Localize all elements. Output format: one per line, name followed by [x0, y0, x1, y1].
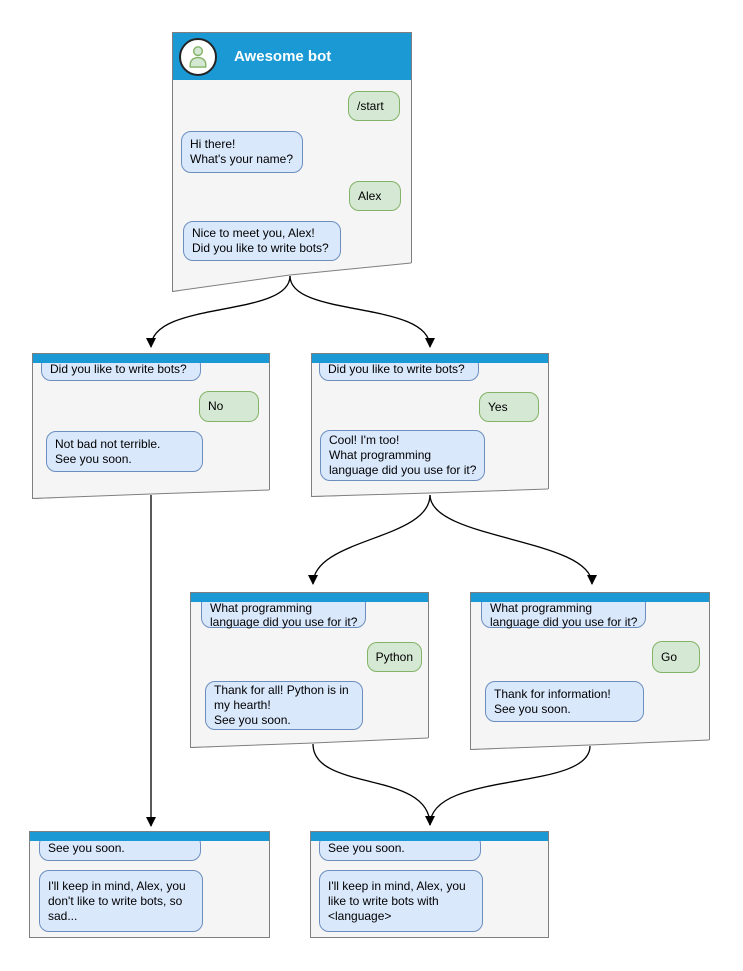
main-window-title: Awesome bot: [234, 48, 332, 65]
yes-branch-reply-bubble: Cool! I'm too! What programming language…: [320, 430, 486, 481]
name-reply-bubble: Alex: [349, 181, 401, 211]
main-window-header: Awesome bot: [173, 33, 411, 80]
chat-window-python-branch: What programming language did you use fo…: [190, 592, 429, 748]
user-icon: [189, 45, 207, 68]
yes-answer-bubble: Yes: [479, 392, 539, 422]
python-branch-header: [191, 593, 428, 602]
no-branch-reply-bubble: Not bad not terrible. See you soon.: [46, 431, 203, 472]
chat-window-go-branch: What programming language did you use fo…: [470, 592, 710, 750]
yes-final-reply-bubble: I'll keep in mind, Alex, you like to wri…: [319, 870, 483, 932]
go-answer-bubble: Go: [652, 641, 700, 673]
no-branch-header: [33, 354, 269, 363]
no-final-reply-bubble: I'll keep in mind, Alex, you don't like …: [39, 870, 203, 932]
arrow-yes-to-python: [308, 494, 431, 585]
chat-window-no-branch: Did you like to write bots? No Not bad n…: [32, 353, 270, 499]
arrow-main-to-no: [146, 275, 291, 348]
chat-window-no-final: See you soon. I'll keep in mind, Alex, y…: [29, 831, 270, 938]
no-final-header: [30, 832, 269, 841]
python-answer-bubble: Python: [366, 642, 422, 672]
like-bots-question-bubble: Nice to meet you, Alex! Did you like to …: [183, 221, 341, 261]
arrow-python-to-final: [312, 743, 431, 826]
arrow-yes-to-go: [429, 494, 597, 585]
chat-window-main: Awesome bot /start Hi there! What's your…: [172, 32, 412, 292]
arrow-main-to-yes: [289, 275, 435, 348]
start-command-bubble: /start: [348, 91, 400, 121]
python-branch-reply-bubble: Thank for all! Python is in my hearth! S…: [205, 681, 363, 730]
arrow-go-to-final: [425, 745, 591, 826]
go-branch-reply-bubble: Thank for information! See you soon.: [485, 681, 644, 722]
go-branch-header: [471, 593, 709, 602]
chat-window-yes-branch: Did you like to write bots? Yes Cool! I'…: [311, 353, 549, 497]
no-answer-bubble: No: [199, 391, 259, 422]
bot-avatar: [179, 37, 217, 76]
yes-branch-header: [312, 354, 548, 363]
chat-window-yes-final: See you soon. I'll keep in mind, Alex, y…: [310, 831, 549, 938]
yes-final-header: [311, 832, 548, 841]
greeting-bubble: Hi there! What's your name?: [181, 131, 303, 173]
